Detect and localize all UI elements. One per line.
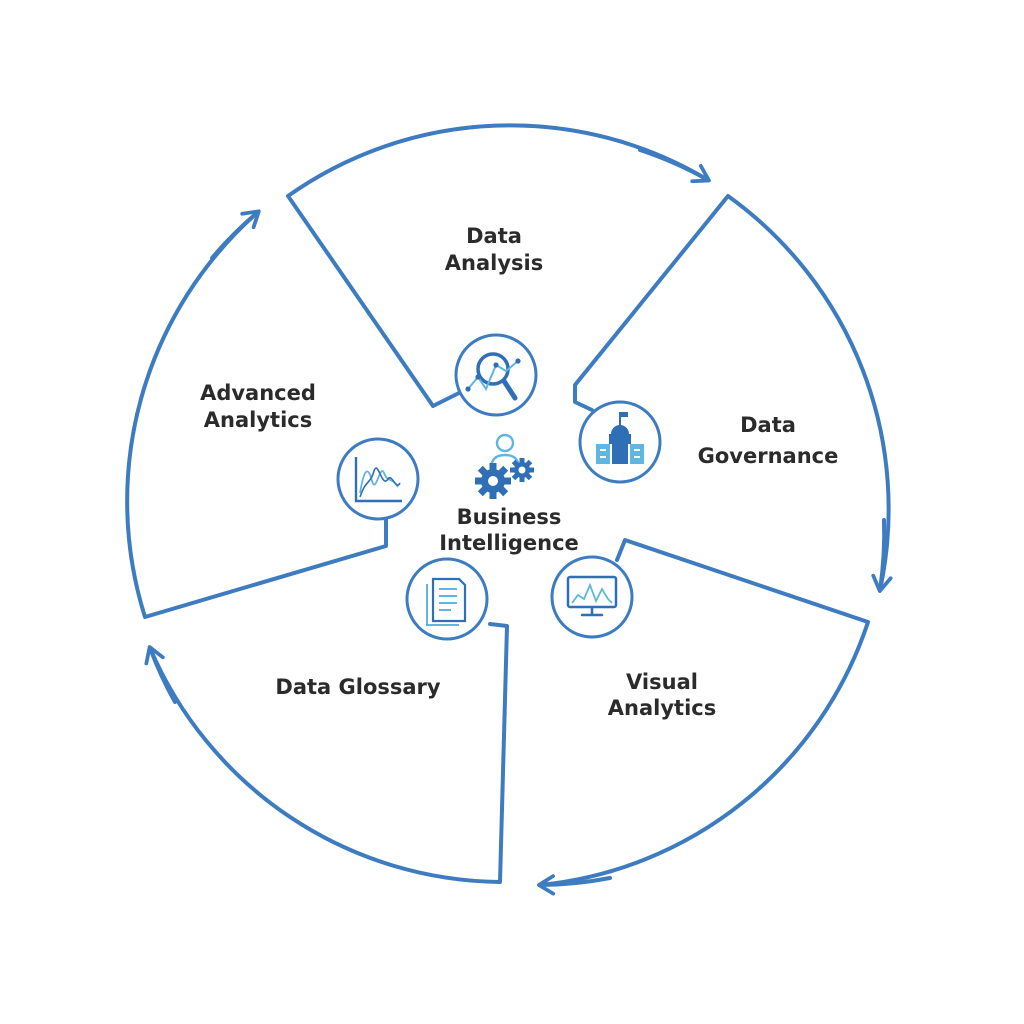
segment-data-glossary-outline: [148, 622, 509, 884]
label-data-governance-line1: Data: [740, 413, 796, 437]
label-advanced-analytics-line1: Advanced: [200, 381, 316, 405]
center-label-line2: Intelligence: [439, 531, 579, 555]
label-visual-analytics: Visual Analytics: [608, 670, 716, 720]
segment-data-governance-outline: [573, 194, 891, 592]
label-data-governance-line2: Governance: [698, 444, 839, 468]
label-visual-analytics-line2: Analytics: [608, 696, 716, 720]
center-label: Business Intelligence: [439, 505, 579, 555]
monitor-chart-icon: [550, 555, 634, 639]
segment-visual-analytics-outline: [538, 538, 870, 887]
arrow-data-analysis: [638, 148, 711, 184]
label-data-glossary: Data Glossary: [275, 675, 441, 699]
label-data-analysis-line2: Analysis: [445, 251, 543, 275]
magnifier-chart-icon: [454, 333, 538, 417]
label-data-governance: Data Governance: [698, 413, 839, 468]
label-data-glossary-line1: Data Glossary: [275, 675, 441, 699]
label-advanced-analytics-line2: Analytics: [204, 408, 312, 432]
center-label-line1: Business: [457, 505, 562, 529]
document-icon: [405, 557, 489, 641]
person-with-gears-icon: [475, 433, 534, 499]
arrow-visual-analytics: [537, 874, 612, 896]
arrow-data-glossary: [144, 645, 177, 704]
label-data-analysis-line1: Data: [466, 224, 522, 248]
arrow-data-governance: [871, 518, 893, 593]
government-building-icon: [578, 400, 662, 484]
line-graph-icon: [336, 437, 420, 521]
label-visual-analytics-line1: Visual: [626, 670, 698, 694]
arrow-advanced-analytics: [210, 209, 261, 260]
label-data-analysis: Data Analysis: [445, 224, 543, 275]
label-advanced-analytics: Advanced Analytics: [200, 381, 316, 432]
